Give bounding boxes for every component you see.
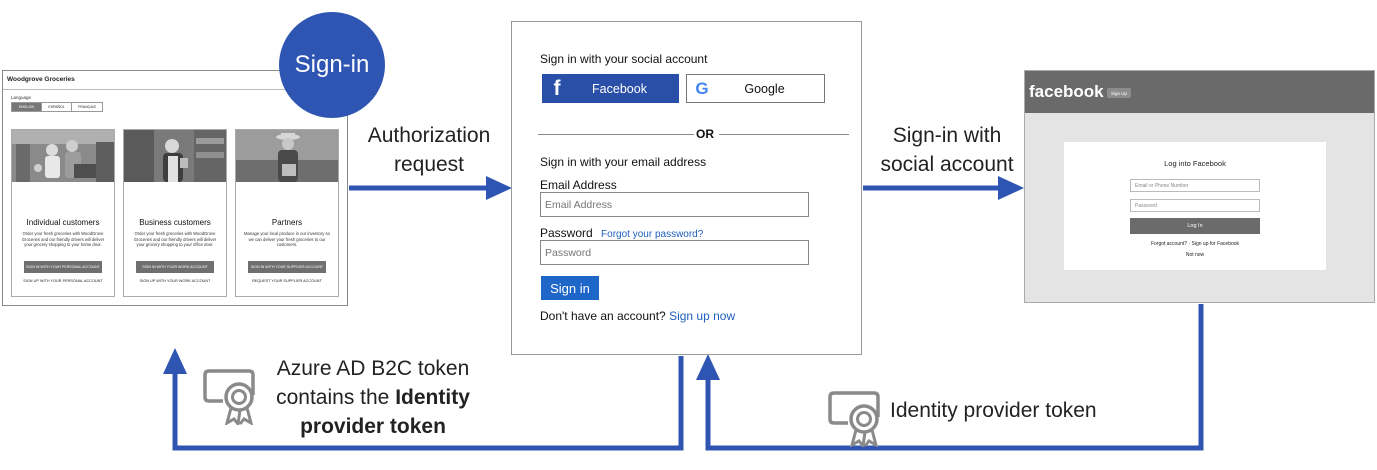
farmer-photo xyxy=(236,130,338,182)
label-line: request xyxy=(393,153,465,176)
idp-token-return-arrow xyxy=(696,304,1204,451)
card-business-customers: Business customers Order your fresh groc… xyxy=(123,129,227,297)
google-button[interactable]: G Google xyxy=(686,74,825,103)
signin-supplier-button[interactable]: SIGN IN WITH YOUR SUPPLIER ACCOUNT xyxy=(248,261,326,273)
email-input[interactable] xyxy=(540,192,809,217)
facebook-login-card: Log into Facebook Email or Phone Number … xyxy=(1064,142,1326,270)
shopping-family-photo xyxy=(12,130,114,182)
card-individual-customers: Individual customers Order your fresh gr… xyxy=(11,129,115,297)
signin-personal-button[interactable]: SIGN IN WITH YOUR PERSONAL ACCOUNT xyxy=(24,261,102,273)
card-description: Order your fresh groceries with WoodGrov… xyxy=(133,231,217,248)
facebook-logo: facebook xyxy=(1029,82,1104,101)
password-label-row: Password Forgot your password? xyxy=(540,226,703,240)
google-button-label: Google xyxy=(744,81,785,96)
grocery-worker-photo xyxy=(124,130,226,182)
or-separator: OR xyxy=(696,127,714,141)
no-account-text: Don't have an account? xyxy=(540,309,666,323)
facebook-forgot-link[interactable]: Forgot account? · Sign up for Facebook xyxy=(1150,241,1240,247)
label-line: Sign-in with xyxy=(892,124,1002,147)
request-supplier-link[interactable]: REQUEST YOUR SUPPLIER ACCOUNT xyxy=(252,279,322,283)
email-label: Email Address xyxy=(540,178,617,192)
woodgrove-app-screen: Woodgrove Groceries Language ENGLISH ESP… xyxy=(2,70,348,306)
label-line: contains the Identity xyxy=(262,383,484,412)
facebook-header: facebook Sign Up xyxy=(1025,71,1374,113)
label-line: social account xyxy=(880,153,1014,176)
authorization-request-arrow xyxy=(349,176,512,200)
label-line: provider token xyxy=(262,412,484,441)
signin-work-button[interactable]: SIGN IN WITH YOUR WORK ACCOUNT xyxy=(136,261,214,273)
forgot-password-link[interactable]: Forgot your password? xyxy=(601,229,704,240)
facebook-button[interactable]: f Facebook xyxy=(542,74,679,103)
b2c-token-label: Azure AD B2C token contains the Identity… xyxy=(262,354,484,441)
google-icon: G xyxy=(695,78,709,98)
b2c-signin-page: Sign in with your social account f Faceb… xyxy=(511,21,862,355)
signup-personal-link[interactable]: SIGN UP WITH YOUR PERSONAL ACCOUNT xyxy=(23,279,103,283)
authorization-request-label: Authorization request xyxy=(355,121,503,179)
language-tabs: ENGLISH ESPAÑOL FRANÇAIS xyxy=(11,102,103,112)
tab-francais[interactable]: FRANÇAIS xyxy=(78,105,96,109)
signup-work-link[interactable]: SIGN UP WITH YOUR WORK ACCOUNT xyxy=(139,279,211,283)
card-title: Partners xyxy=(271,218,303,227)
certificate-icon xyxy=(203,369,255,425)
social-signin-arrow xyxy=(863,176,1024,200)
facebook-password-input[interactable]: Password xyxy=(1130,199,1260,212)
tab-espanol[interactable]: ESPAÑOL xyxy=(42,103,72,111)
b2c-token-return-arrow xyxy=(163,348,684,451)
label-line: Authorization xyxy=(367,124,491,147)
label-bold-text: Identity xyxy=(395,386,470,409)
signin-button[interactable]: Sign in xyxy=(541,276,599,300)
card-title: Individual customers xyxy=(26,218,100,227)
label-line: Azure AD B2C token xyxy=(276,357,470,380)
divider xyxy=(538,134,694,135)
social-signin-label: Sign-in with social account xyxy=(868,121,1026,179)
signin-badge: Sign-in xyxy=(279,12,385,118)
facebook-signup-button[interactable]: Sign Up xyxy=(1107,88,1131,98)
card-description: Order your fresh groceries with WoodGrov… xyxy=(21,231,105,248)
woodgrove-title: Woodgrove Groceries xyxy=(7,76,75,83)
idp-token-label: Identity provider token xyxy=(890,399,1097,422)
card-description: Manage your local produce in our invento… xyxy=(244,231,330,248)
facebook-email-input[interactable]: Email or Phone Number xyxy=(1130,179,1260,192)
social-heading: Sign in with your social account xyxy=(540,52,708,66)
tab-english[interactable]: ENGLISH xyxy=(12,103,42,111)
divider xyxy=(719,134,849,135)
signup-link[interactable]: Sign up now xyxy=(669,309,736,323)
facebook-not-now-link[interactable]: Not now xyxy=(1185,252,1205,258)
divider xyxy=(3,89,347,90)
facebook-login-screen: facebook Sign Up Log into Facebook Email… xyxy=(1024,70,1375,303)
card-partners: Partners Manage your local produce in ou… xyxy=(235,129,339,297)
facebook-login-button[interactable]: Log In xyxy=(1130,218,1260,234)
certificate-icon xyxy=(828,391,880,447)
label-text: contains the xyxy=(276,386,396,409)
password-input[interactable] xyxy=(540,240,809,265)
password-label: Password xyxy=(540,226,593,240)
language-label: Language xyxy=(11,95,32,100)
card-title: Business customers xyxy=(139,218,211,227)
label-bold-text: provider token xyxy=(300,415,446,438)
email-heading: Sign in with your email address xyxy=(540,155,707,169)
facebook-login-title: Log into Facebook xyxy=(1164,159,1226,168)
facebook-icon: f xyxy=(553,76,561,100)
facebook-button-label: Facebook xyxy=(592,81,647,96)
signup-row: Don't have an account? Sign up now xyxy=(540,309,735,323)
